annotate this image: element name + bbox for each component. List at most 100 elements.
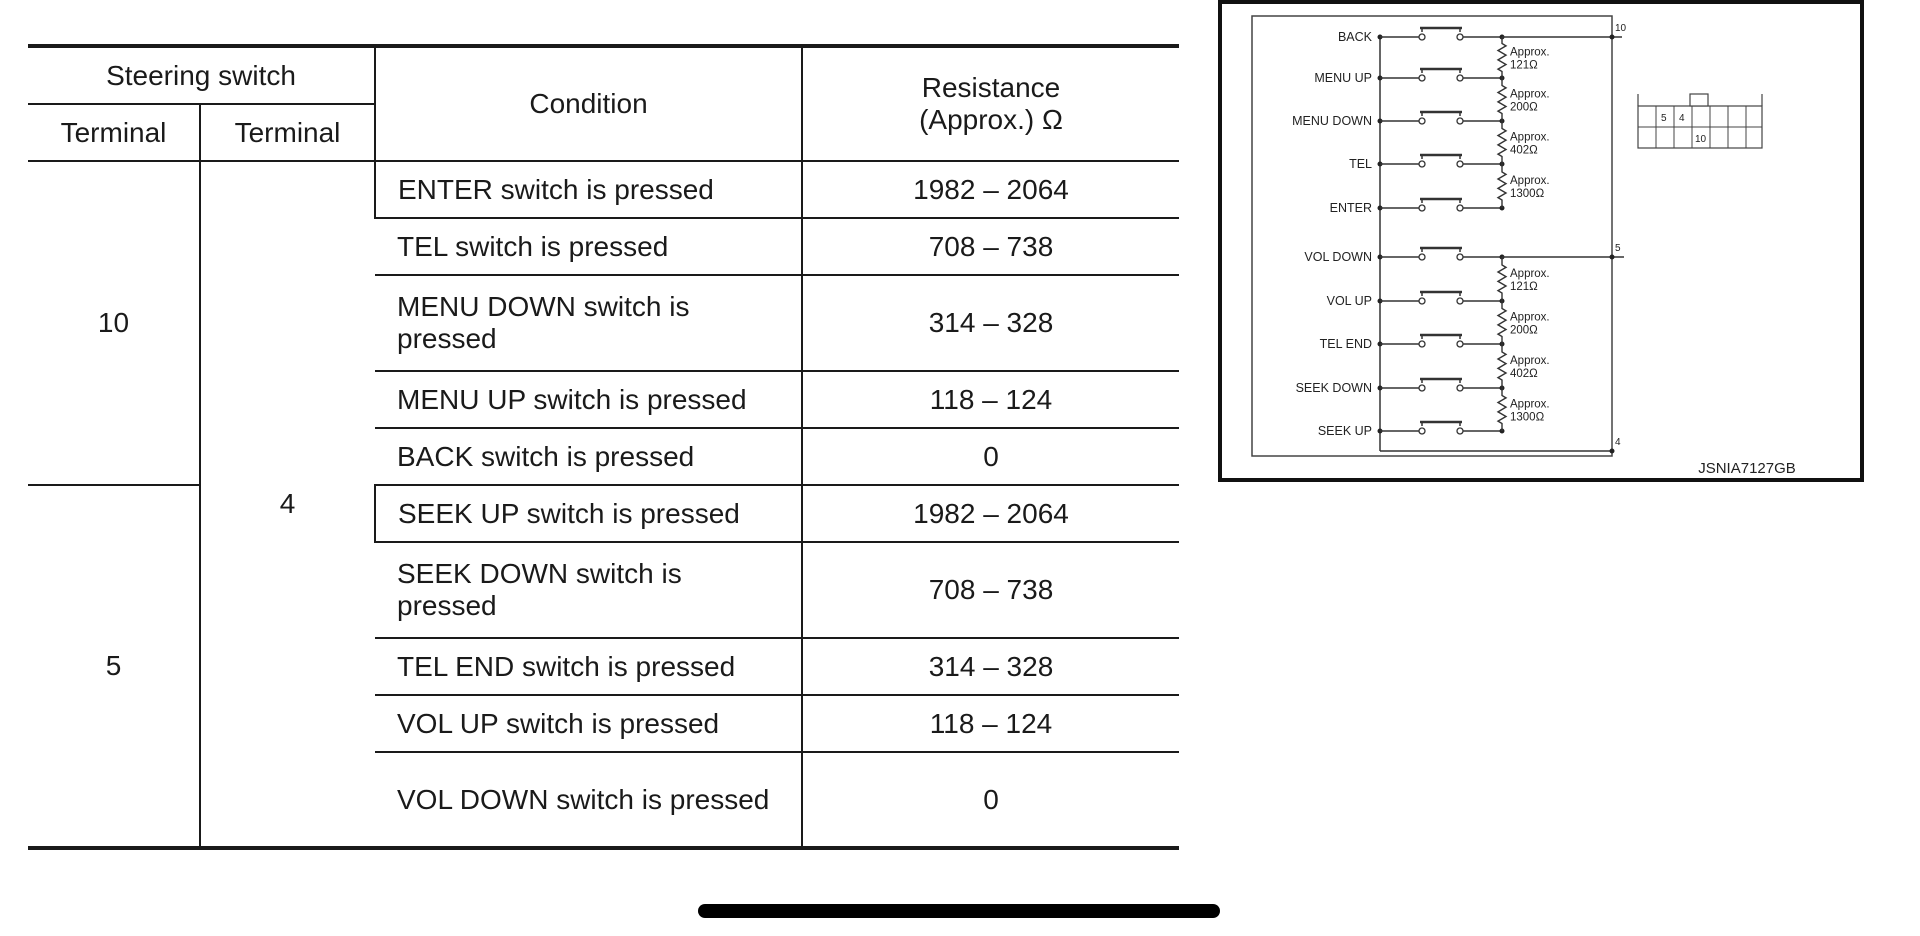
connector-pin-10: 10 [1695,134,1707,145]
contact [1418,204,1426,212]
switch-label: VOL DOWN [1304,250,1372,264]
switch-label: SEEK DOWN [1296,381,1372,395]
switch-label: ENTER [1330,201,1372,215]
terminal-4-dot [1609,448,1615,454]
header-resistance-line1: Resistance [921,72,1061,103]
table-row: TEL switch is pressed 708 – 738 [28,218,1179,276]
resistance-cell: 708 – 738 [801,218,1179,276]
header-resistance-line2: (Approx.) Ω [919,104,1063,135]
condition-cell: BACK switch is pressed [375,428,802,486]
contact [1456,117,1464,125]
contact [1456,33,1464,41]
condition-cell: VOL DOWN switch is pressed [375,752,802,850]
resistor-approx-label: Approx. [1510,399,1550,411]
table-row: SEEK DOWN switch is pressed 708 – 738 [28,542,1179,639]
terminal-a-cell: 10 [28,161,200,486]
table-row: MENU UP switch is pressed 118 – 124 [28,371,1179,429]
switch-label: TEL [1349,157,1372,171]
steering-switch-circuit-diagram: BACK MENU UP MENU DOWN TEL ENTER VOL DOWN VOL … [1218,0,1864,482]
switch-label: VOL UP [1327,294,1372,308]
resistor-approx-label: Approx. [1510,355,1550,367]
resistor-approx-label: Approx. [1510,312,1550,324]
contact [1418,160,1426,168]
resistance-table: Steering switch Condition Resistance (Ap… [28,44,1179,850]
contact [1418,33,1426,41]
table-row: MENU DOWN switch is pressed 314 – 328 [28,275,1179,372]
connector-pin-4: 4 [1679,113,1685,124]
resistor [1496,388,1508,431]
table-row: VOL DOWN switch is pressed 0 [28,752,1179,850]
contact [1456,204,1464,212]
resistor [1496,301,1508,344]
resistor-value-label: 402Ω [1510,145,1538,157]
resistor [1496,164,1508,208]
connector-icon: 5 4 10 [1637,93,1763,149]
home-indicator[interactable] [698,904,1220,918]
switch-group: BACK MENU UP MENU DOWN TEL ENTER VOL DOWN VOL … [1292,26,1550,438]
contact [1456,160,1464,168]
diagram-code: JSNIA7127GB [1698,460,1796,477]
contact [1418,74,1426,82]
resistor-value-label: 121Ω [1510,281,1538,293]
resistor-value-label: 1300Ω [1510,188,1545,200]
contact [1456,384,1464,392]
resistor-value-label: 1300Ω [1510,412,1545,424]
header-resistance: Resistance (Approx.) Ω [801,44,1179,162]
circuit-svg: BACK MENU UP MENU DOWN TEL ENTER VOL DOWN VOL … [1251,15,1796,477]
terminal-10-dot [1609,34,1615,40]
header-terminal-a: Terminal [28,104,200,162]
contact [1418,427,1426,435]
terminal-5-label: 5 [1615,243,1621,254]
header-terminal-b: Terminal [199,104,375,162]
condition-cell: TEL END switch is pressed [375,638,802,696]
table-row: 5 SEEK UP switch is pressed 1982 – 2064 [28,485,1179,850]
header-condition: Condition [374,44,802,162]
resistor [1496,121,1508,164]
contact [1456,340,1464,348]
table-row: 10 4 ENTER switch is pressed 1982 – 2064 [28,161,1179,850]
header-steering-switch: Steering switch [28,44,375,105]
resistance-cell: 0 [801,752,1179,850]
resistor-value-label: 200Ω [1510,102,1538,114]
resistor-approx-label: Approx. [1510,89,1550,101]
condition-cell: MENU UP switch is pressed [375,371,802,429]
table-row: VOL UP switch is pressed 118 – 124 [28,695,1179,753]
contact [1418,117,1426,125]
terminal-a-cell: 5 [28,485,200,850]
terminal-b-cell: 4 [199,161,375,850]
resistance-cell: 118 – 124 [801,371,1179,429]
resistance-cell: 708 – 738 [801,542,1179,639]
terminal-4-label: 4 [1615,437,1621,448]
condition-cell: MENU DOWN switch is pressed [375,275,802,372]
resistor-value-label: 121Ω [1510,60,1538,72]
table-row: TEL END switch is pressed 314 – 328 [28,638,1179,696]
switch-label: MENU DOWN [1292,114,1372,128]
condition-cell: TEL switch is pressed [375,218,802,276]
resistance-cell: 314 – 328 [801,275,1179,372]
resistor [1496,78,1508,121]
switch-label: MENU UP [1314,71,1372,85]
resistance-cell: 314 – 328 [801,638,1179,696]
contact [1418,384,1426,392]
contact [1418,253,1426,261]
resistance-cell: 1982 – 2064 [801,485,1179,543]
switch-label: BACK [1338,30,1373,44]
contact [1418,340,1426,348]
resistor-value-label: 200Ω [1510,325,1538,337]
table-row: BACK switch is pressed 0 [28,428,1179,486]
switch-box-outline [1251,15,1613,457]
resistor [1496,344,1508,388]
resistor [1496,37,1508,78]
resistor [1496,257,1508,301]
resistor-value-label: 402Ω [1510,368,1538,380]
condition-cell: VOL UP switch is pressed [375,695,802,753]
contact [1456,253,1464,261]
contact [1456,74,1464,82]
contact [1456,297,1464,305]
resistor-approx-label: Approx. [1510,47,1550,59]
condition-cell: SEEK UP switch is pressed [374,485,802,543]
resistance-cell: 0 [801,428,1179,486]
terminal-5-dot [1609,254,1615,260]
condition-cell: ENTER switch is pressed [374,161,802,219]
resistor-approx-label: Approx. [1510,132,1550,144]
